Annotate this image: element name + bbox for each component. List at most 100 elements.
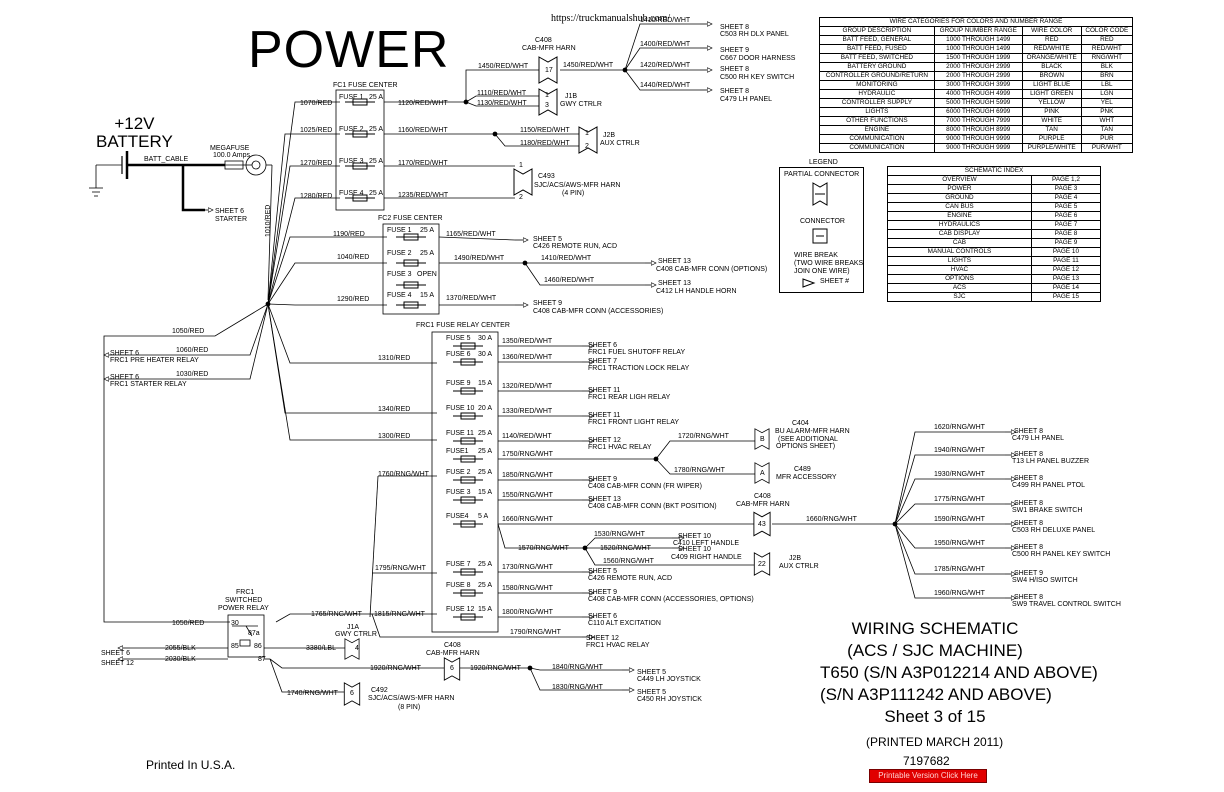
schematic-index-cell[interactable]: CAN BUS [887, 202, 1032, 212]
wire-cat-cell: BLACK [1021, 62, 1082, 72]
schematic-index-cell[interactable]: MANUAL CONTROLS [887, 247, 1032, 257]
schematic-index-cell[interactable]: POWER [887, 184, 1032, 194]
pin-2: 2 [585, 143, 589, 150]
schematic-index-cell[interactable]: PAGE 4 [1030, 193, 1102, 203]
wire-cat-header-cell: WIRE COLOR [1021, 26, 1082, 36]
wire-1520: 1520/RNG/WHT [600, 545, 652, 552]
wire-categories-title: WIRE CATEGORIES FOR COLORS AND NUMBER RA… [819, 17, 1133, 27]
frc1-dest-name: FRC1 FUEL SHUTOFF RELAY [588, 349, 685, 356]
schematic-index-cell[interactable]: LIGHTS [887, 256, 1032, 266]
wire-cat-cell: BATT FEED, SWITCHED [819, 53, 935, 63]
schematic-index-cell[interactable]: PAGE 3 [1030, 184, 1102, 194]
d1840-ref: SHEET 5 [637, 669, 666, 676]
fc1-fuse4-name: FUSE 4 [339, 190, 364, 197]
wire-cat-cell: BROWN [1021, 71, 1082, 81]
schematic-index-cell[interactable]: ENGINE [887, 211, 1032, 221]
schematic-index-cell[interactable]: PAGE 13 [1030, 274, 1102, 284]
relay-pin-85: 85 [231, 643, 239, 650]
c408b-name: C408 [754, 493, 771, 500]
wire-cat-cell: BATTERY GROUND [819, 62, 935, 72]
wire-cat-cell: LIGHT BLUE [1021, 80, 1082, 90]
fc1-fuse2-amp: 25 A [369, 126, 383, 133]
schematic-index-cell[interactable]: HYDRAULICS [887, 220, 1032, 230]
frc1-dest-name: C426 REMOTE RUN, ACD [588, 575, 672, 582]
frc1-fuse-amp: 25 A [478, 448, 492, 455]
wire-cat-cell: PUR [1080, 134, 1134, 144]
frc1-dest-ref: SHEET 5 [588, 568, 617, 575]
schematic-index-cell[interactable]: CAB [887, 238, 1032, 248]
wire-cat-cell: ORANGE/WHITE [1021, 53, 1082, 63]
schematic-index-cell[interactable]: HVAC [887, 265, 1032, 275]
wire-cat-cell: 5000 THROUGH 5999 [933, 98, 1023, 108]
schematic-index-cell[interactable]: PAGE 15 [1030, 292, 1102, 302]
schematic-index-cell[interactable]: PAGE 5 [1030, 202, 1102, 212]
relay-pin-87: 87 [258, 656, 266, 663]
wire-cat-cell: PNK [1080, 107, 1134, 117]
wire-1180: 1180/RED/WHT [520, 140, 570, 147]
c493-pins: (4 PIN) [562, 190, 584, 197]
schematic-index-cell[interactable]: PAGE 9 [1030, 238, 1102, 248]
relay-sheet12: SHEET 12 [101, 660, 134, 667]
d1830-ref: SHEET 5 [637, 689, 666, 696]
relay-pin-30: 30 [231, 620, 239, 627]
schematic-index-cell[interactable]: PAGE 6 [1030, 211, 1102, 221]
dest-c412-ref: SHEET 13 [658, 280, 691, 287]
schematic-index-cell[interactable]: OPTIONS [887, 274, 1032, 284]
printed-date: (PRINTED MARCH 2011) [866, 735, 1004, 749]
relay-sheet6: SHEET 6 [101, 650, 130, 657]
schematic-index-cell[interactable]: PAGE 7 [1030, 220, 1102, 230]
frc1-fuse-name: FUSE 9 [446, 380, 471, 387]
frc1-out-wire: 1330/RED/WHT [502, 408, 553, 415]
schematic-index-cell[interactable]: CAB DISPLAY [887, 229, 1032, 239]
schematic-index-cell[interactable]: PAGE 12 [1030, 265, 1102, 275]
megafuse-label: MEGAFUSE [210, 145, 250, 152]
fanout-wire: 1950/RNG/WHT [934, 540, 986, 547]
wire-cat-cell: 2000 THROUGH 2999 [933, 62, 1023, 72]
schematic-index-cell[interactable]: PAGE 8 [1030, 229, 1102, 239]
dest-c426-name: C426 REMOTE RUN, ACD [533, 243, 617, 250]
dest-500-name: C500 RH KEY SWITCH [720, 74, 794, 81]
wire-1370: 1370/RED/WHT [446, 295, 497, 302]
schematic-index-cell[interactable]: GROUND [887, 193, 1032, 203]
wire-1530: 1530/RNG/WHT [594, 531, 646, 538]
dest-c408-acc-name: C408 CAB-MFR CONN (ACCESSORIES) [533, 308, 663, 315]
schematic-index-cell[interactable]: OVERVIEW [887, 175, 1032, 185]
schematic-index-cell[interactable]: SJC [887, 292, 1032, 302]
frc1-dest-ref: SHEET 6 [588, 342, 617, 349]
frc1-out-wire: 1360/RED/WHT [502, 354, 553, 361]
sheet6-starter-ref: SHEET 6 [215, 208, 244, 215]
frc1-out-wire: 1750/RNG/WHT [502, 451, 554, 458]
dest-c408-opt-ref: SHEET 13 [658, 258, 691, 265]
fc2-fuse2-name: FUSE 2 [387, 250, 412, 257]
wire-cat-cell: 9000 THROUGH 9999 [933, 143, 1023, 153]
legend-sheet: SHEET # [820, 278, 850, 285]
wire-1830: 1830/RNG/WHT [552, 684, 604, 691]
printed-in-usa: Printed In U.S.A. [146, 758, 236, 772]
schematic-index-cell[interactable]: PAGE 10 [1030, 247, 1102, 257]
frc1-fuse-amp: 25 A [478, 430, 492, 437]
pin-6: 6 [450, 665, 454, 672]
wire-1310: 1310/RED [378, 355, 410, 362]
frc1-fuse-amp: 15 A [478, 489, 492, 496]
schematic-index-cell[interactable]: PAGE 1,2 [1030, 175, 1102, 185]
page-title: POWER [248, 21, 450, 79]
wire-cat-cell: 1000 THROUGH 1499 [933, 44, 1023, 54]
fanout-wire: 1930/RNG/WHT [934, 471, 986, 478]
wire-cat-cell: RED [1080, 35, 1134, 45]
j1b-desc: GWY CTRLR [560, 101, 602, 108]
printable-version-link[interactable]: Printable Version Click Here [869, 769, 987, 783]
schematic-index-cell[interactable]: PAGE 11 [1030, 256, 1102, 266]
schematic-index-cell[interactable]: PAGE 14 [1030, 283, 1102, 293]
schematic-index-cell[interactable]: ACS [887, 283, 1032, 293]
pin-1b: 1 [585, 130, 589, 137]
frc1-out-wire: 1850/RNG/WHT [502, 472, 554, 479]
wire-cat-cell: 3000 THROUGH 3999 [933, 80, 1023, 90]
frc1-out-wire: 1350/RED/WHT [502, 338, 553, 345]
relay-labels: FRC1 SWITCHED POWER RELAY 30 87a 85 86 8… [101, 589, 702, 711]
wire-1840: 1840/RNG/WHT [552, 664, 604, 671]
